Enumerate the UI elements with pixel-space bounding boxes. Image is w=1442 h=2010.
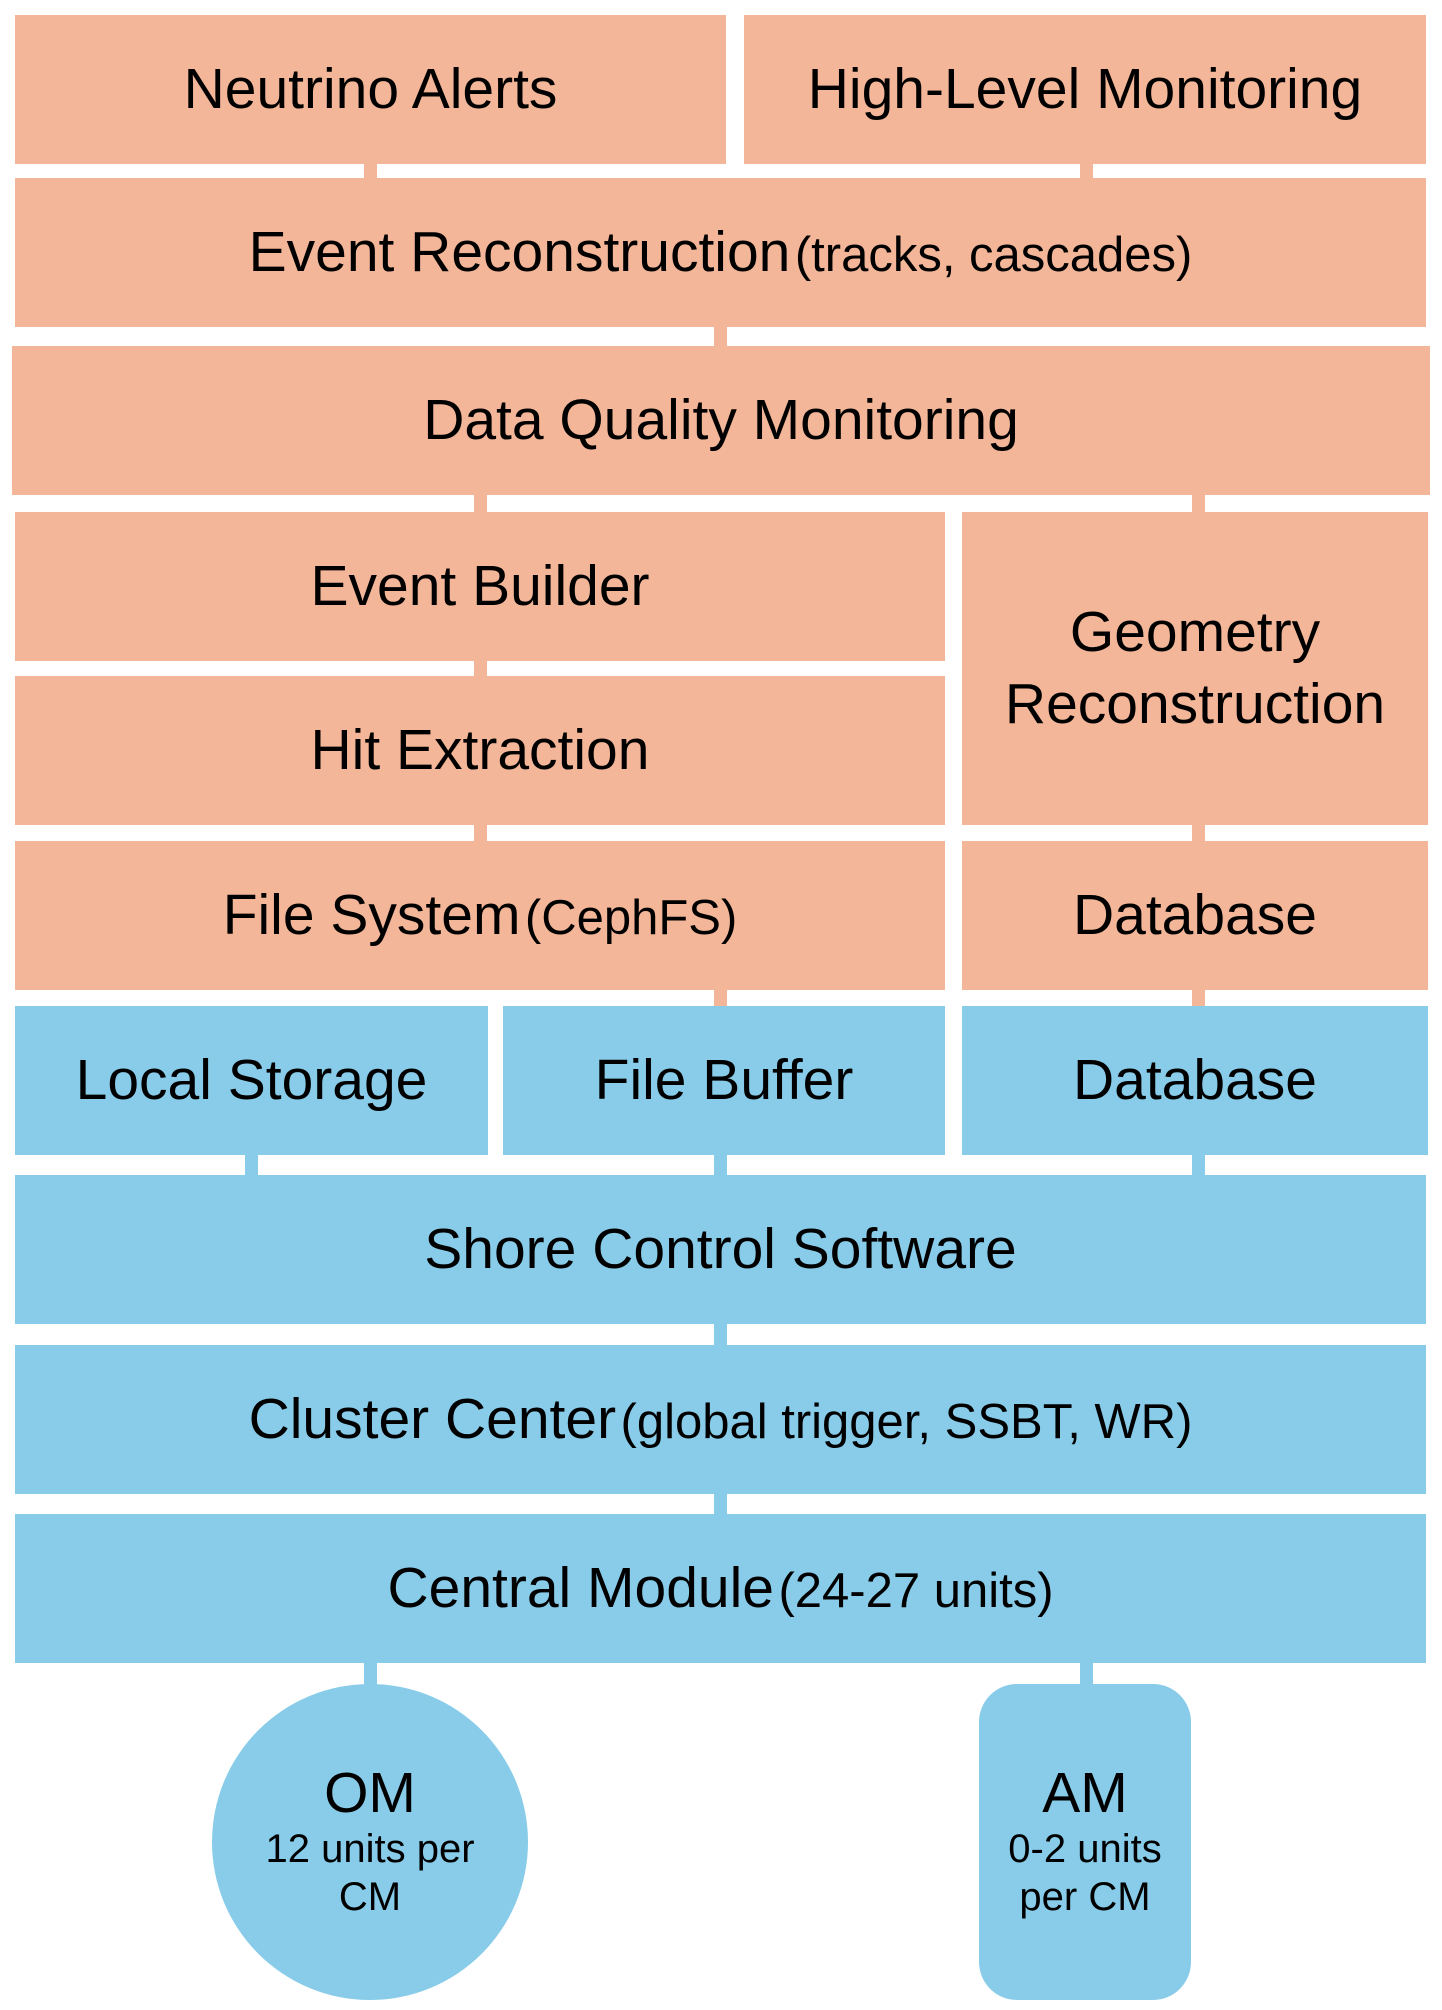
connector-file-buffer-to-shore-control bbox=[714, 1150, 727, 1180]
local-storage-box: Local Storage bbox=[15, 1006, 488, 1155]
cluster-center-detail: (global trigger, SSBT, WR) bbox=[620, 1395, 1193, 1450]
software-database-label: Database bbox=[1072, 883, 1317, 948]
connector-shore-control-to-cluster-center bbox=[714, 1320, 727, 1350]
hardware-database-box: Database bbox=[962, 1006, 1428, 1155]
local-storage-label: Local Storage bbox=[75, 1048, 428, 1113]
central-module-box: Central Module (24-27 units) bbox=[15, 1514, 1426, 1663]
geometry-reconstruction-label-line2: Reconstruction bbox=[1004, 671, 1386, 736]
om-description-line2: CM bbox=[338, 1875, 402, 1920]
software-database-box: Database bbox=[962, 841, 1428, 990]
data-quality-monitoring-label: Data Quality Monitoring bbox=[423, 388, 1019, 453]
file-buffer-label: File Buffer bbox=[594, 1048, 854, 1113]
am-description-line1: 0-2 units bbox=[1008, 1826, 1162, 1871]
central-module-label: Central Module bbox=[387, 1556, 774, 1621]
cluster-center-label: Cluster Center bbox=[248, 1387, 617, 1452]
hit-extraction-box: Hit Extraction bbox=[15, 676, 945, 825]
high-level-monitoring-box: High-Level Monitoring bbox=[744, 15, 1426, 164]
am-title: AM bbox=[1042, 1760, 1128, 1825]
file-buffer-box: File Buffer bbox=[503, 1006, 945, 1155]
optical-module-circle: OM 12 units per CM bbox=[212, 1684, 528, 2000]
shore-control-software-label: Shore Control Software bbox=[424, 1217, 1017, 1282]
event-reconstruction-detail: (tracks, cascades) bbox=[794, 228, 1193, 283]
connector-local-storage-to-shore-control bbox=[245, 1150, 258, 1180]
connector-cluster-center-to-central-module bbox=[714, 1490, 727, 1520]
neutrino-alerts-label: Neutrino Alerts bbox=[183, 57, 558, 122]
file-system-detail: (CephFS) bbox=[524, 891, 738, 946]
hit-extraction-label: Hit Extraction bbox=[310, 718, 650, 783]
event-builder-box: Event Builder bbox=[15, 512, 945, 661]
hardware-database-label: Database bbox=[1072, 1048, 1317, 1113]
connector-hw-database-to-shore-control bbox=[1192, 1150, 1205, 1180]
acoustic-module-box: AM 0-2 units per CM bbox=[979, 1684, 1191, 2000]
file-system-box: File System (CephFS) bbox=[15, 841, 945, 990]
data-quality-monitoring-box: Data Quality Monitoring bbox=[12, 346, 1430, 495]
am-description-line2: per CM bbox=[1019, 1875, 1151, 1920]
cluster-center-box: Cluster Center (global trigger, SSBT, WR… bbox=[15, 1345, 1426, 1494]
om-description-line1: 12 units per bbox=[265, 1826, 475, 1871]
shore-control-software-box: Shore Control Software bbox=[15, 1175, 1426, 1324]
event-builder-label: Event Builder bbox=[310, 554, 650, 619]
event-reconstruction-label: Event Reconstruction bbox=[248, 220, 791, 285]
high-level-monitoring-label: High-Level Monitoring bbox=[807, 57, 1363, 122]
event-reconstruction-box: Event Reconstruction (tracks, cascades) bbox=[15, 178, 1426, 327]
file-system-label: File System bbox=[222, 883, 521, 948]
geometry-reconstruction-box: Geometry Reconstruction bbox=[962, 512, 1428, 825]
om-title: OM bbox=[324, 1760, 416, 1825]
neutrino-alerts-box: Neutrino Alerts bbox=[15, 15, 726, 164]
geometry-reconstruction-label-line1: Geometry bbox=[1069, 600, 1321, 665]
central-module-detail: (24-27 units) bbox=[778, 1564, 1054, 1619]
